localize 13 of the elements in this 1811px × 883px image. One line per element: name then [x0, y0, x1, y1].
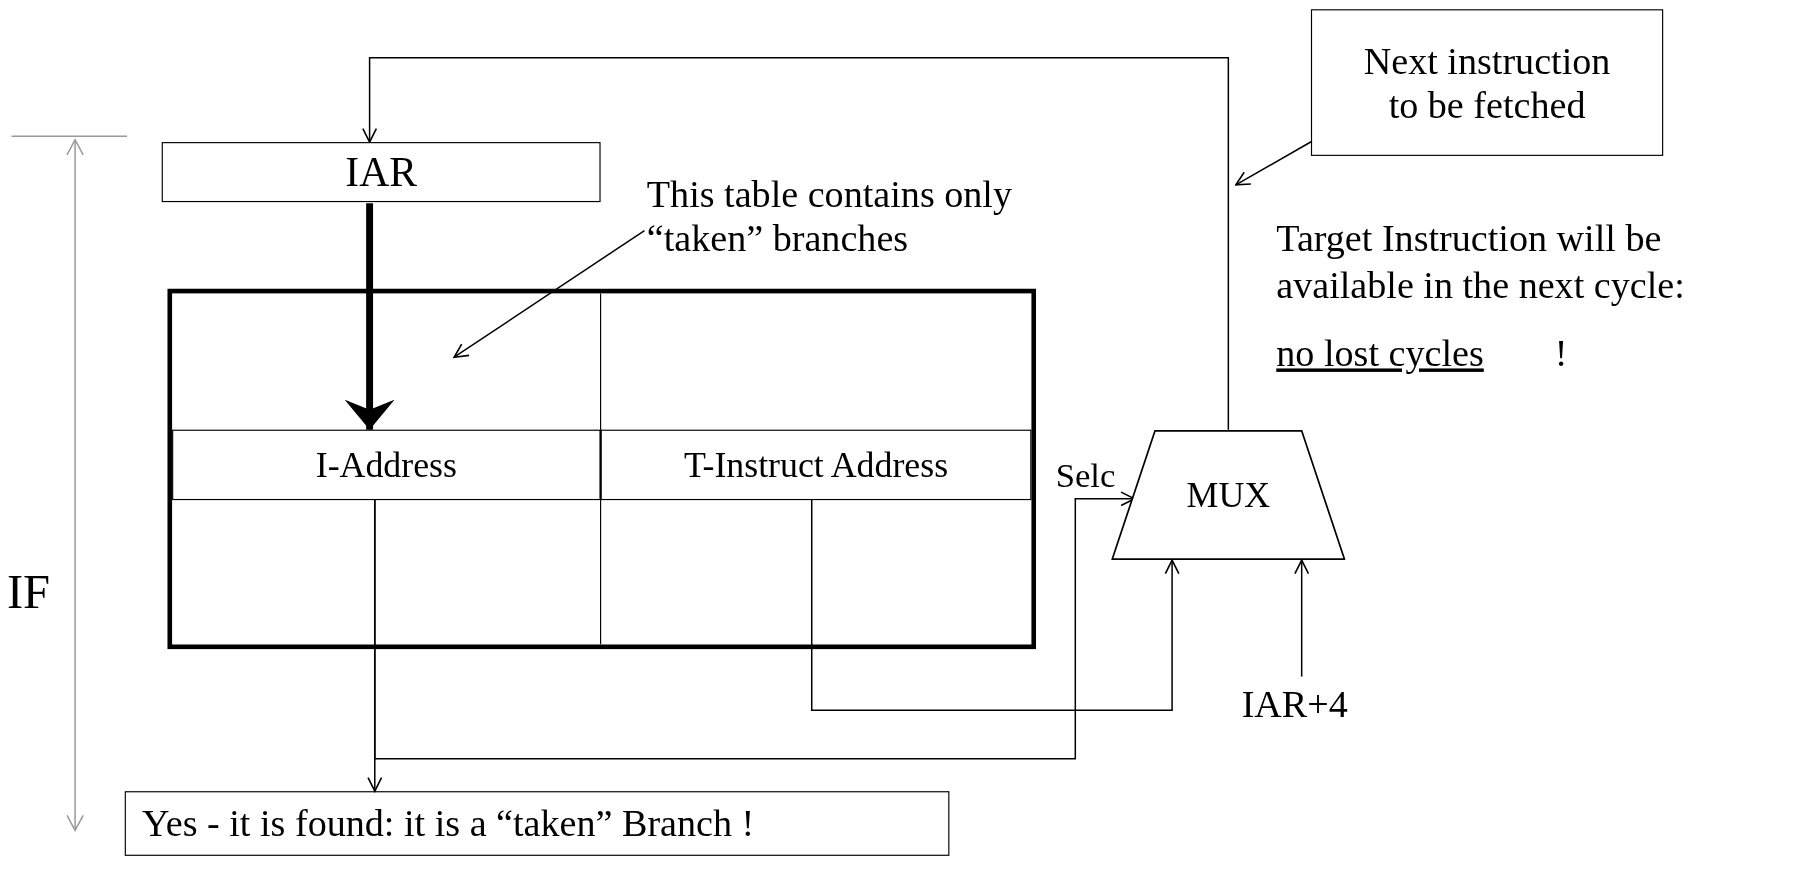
arrow	[362, 57, 1230, 431]
note-text: This table contains only “taken” branches	[646, 164, 1098, 268]
note-text: Target Instruction will be available in the next cycle:	[1276, 216, 1686, 309]
arrow	[811, 499, 1180, 712]
arrow	[1294, 559, 1310, 678]
leader-line	[453, 229, 646, 359]
input-label: IAR+4	[1241, 679, 1392, 730]
arrow	[367, 499, 383, 792]
stage-label: IF	[6, 563, 51, 620]
leader-line	[1235, 140, 1313, 186]
table-box	[167, 288, 1037, 650]
note-text: no lost cycles	[1276, 331, 1484, 377]
note-text: !	[1554, 331, 1568, 377]
